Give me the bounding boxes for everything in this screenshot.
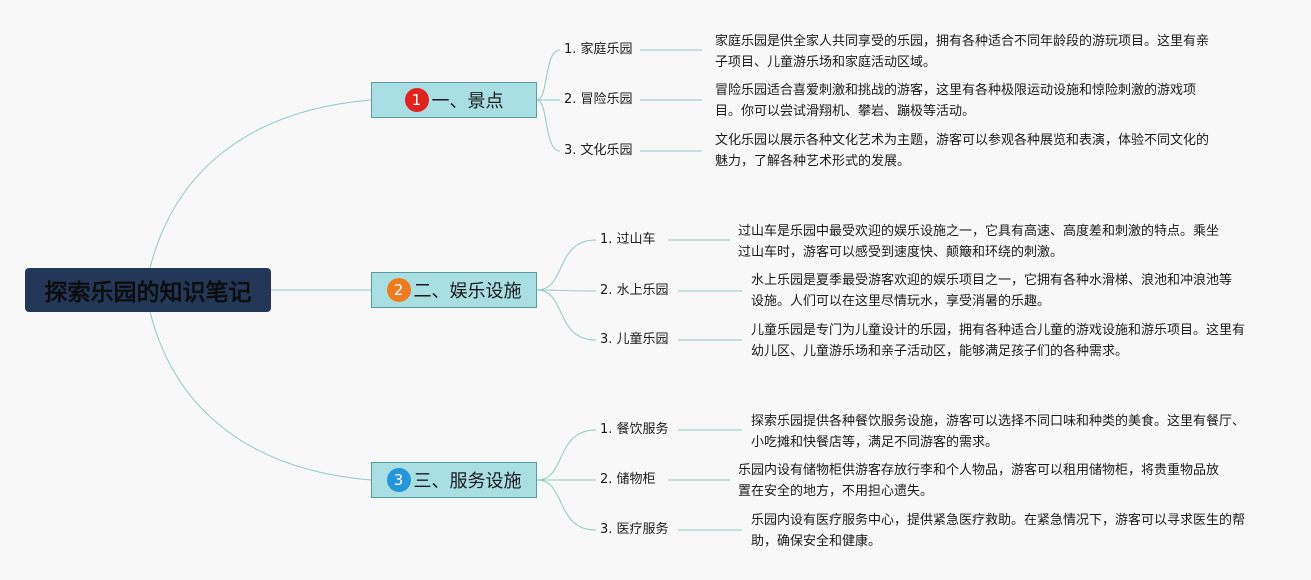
- sub-node-water-park[interactable]: 2. 水上乐园: [600, 283, 669, 298]
- connector-root-to-branch-1: [149, 99, 372, 269]
- connector-branch-1-to-sub-1: [536, 49, 561, 101]
- connector-branch-2-to-sub-2: [536, 289, 597, 292]
- connector-branch-2-to-sub-1: [536, 239, 597, 291]
- connector-branch-2-to-sub-3: [536, 289, 597, 341]
- number-badge-icon: 1: [404, 88, 429, 112]
- sub-node-adventure-park[interactable]: 2. 冒险乐园: [564, 92, 633, 107]
- sub-node-family-park[interactable]: 1. 家庭乐园: [564, 42, 633, 57]
- root-node[interactable]: 探索乐园的知识笔记: [25, 268, 271, 312]
- sub-node-lockers[interactable]: 2. 储物柜: [600, 472, 656, 487]
- branch-node-attractions[interactable]: 1 一、景点: [371, 82, 537, 118]
- branch-label: 三、服务设施: [413, 471, 522, 492]
- branch-label: 一、景点: [431, 91, 504, 112]
- description-dining: 探索乐园提供各种餐饮服务设施，游客可以选择不同口味和种类的美食。这里有餐厅、小吃…: [751, 414, 1246, 450]
- description-kids-park: 儿童乐园是专门为儿童设计的乐园，拥有各种适合儿童的游戏设施和游乐项目。这里有幼儿…: [751, 323, 1246, 359]
- description-roller-coaster: 过山车是乐园中最受欢迎的娱乐设施之一，它具有高速、高度差和刺激的特点。乘坐过山车…: [738, 224, 1220, 260]
- connector-branch-1-to-sub-3: [536, 99, 561, 152]
- branch-node-services[interactable]: 3 三、服务设施: [371, 462, 537, 498]
- connector-branch-3-to-sub-1: [536, 429, 597, 481]
- sub-node-culture-park[interactable]: 3. 文化乐园: [564, 143, 633, 158]
- description-water-park: 水上乐园是夏季最受游客欢迎的娱乐项目之一，它拥有各种水滑梯、浪池和冲浪池等设施。…: [751, 273, 1233, 309]
- sub-node-medical[interactable]: 3. 医疗服务: [600, 522, 669, 537]
- number-badge-icon: 2: [386, 278, 411, 302]
- connector-root-to-branch-3: [149, 311, 372, 481]
- root-title: 探索乐园的知识笔记: [44, 280, 252, 306]
- description-adventure-park: 冒险乐园适合喜爱刺激和挑战的游客，这里有各种极限运动设施和惊险刺激的游戏项目。你…: [715, 83, 1197, 119]
- number-badge-icon: 3: [386, 468, 411, 492]
- branch-node-entertainment[interactable]: 2 二、娱乐设施: [371, 272, 537, 308]
- sub-node-roller-coaster[interactable]: 1. 过山车: [600, 232, 656, 247]
- connector-branch-3-to-sub-3: [536, 479, 597, 531]
- description-medical: 乐园内设有医疗服务中心，提供紧急医疗救助。在紧急情况下，游客可以寻求医生的帮助，…: [751, 513, 1246, 549]
- description-culture-park: 文化乐园以展示各种文化艺术为主题，游客可以参观各种展览和表演，体验不同文化的魅力…: [715, 133, 1210, 169]
- sub-node-kids-park[interactable]: 3. 儿童乐园: [600, 332, 669, 347]
- description-family-park: 家庭乐园是供全家人共同享受的乐园，拥有各种适合不同年龄段的游玩项目。这里有亲子项…: [715, 34, 1210, 70]
- sub-node-dining[interactable]: 1. 餐饮服务: [600, 422, 669, 437]
- description-lockers: 乐园内设有储物柜供游客存放行李和个人物品，游客可以租用储物柜，将贵重物品放置在安…: [738, 463, 1220, 499]
- branch-label: 二、娱乐设施: [413, 281, 522, 302]
